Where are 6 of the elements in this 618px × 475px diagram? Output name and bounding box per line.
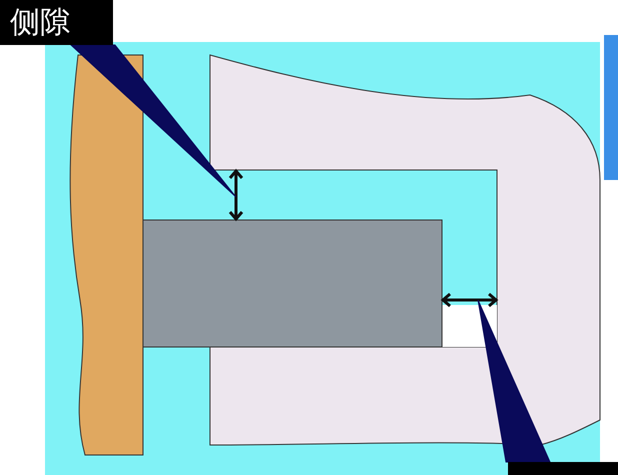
leader-line	[70, 44, 236, 198]
dimension-line	[442, 292, 497, 308]
leader-line	[478, 300, 551, 462]
dimension-line	[228, 170, 244, 220]
callout-label	[508, 462, 618, 475]
callout-label: 侧隙	[0, 0, 113, 45]
